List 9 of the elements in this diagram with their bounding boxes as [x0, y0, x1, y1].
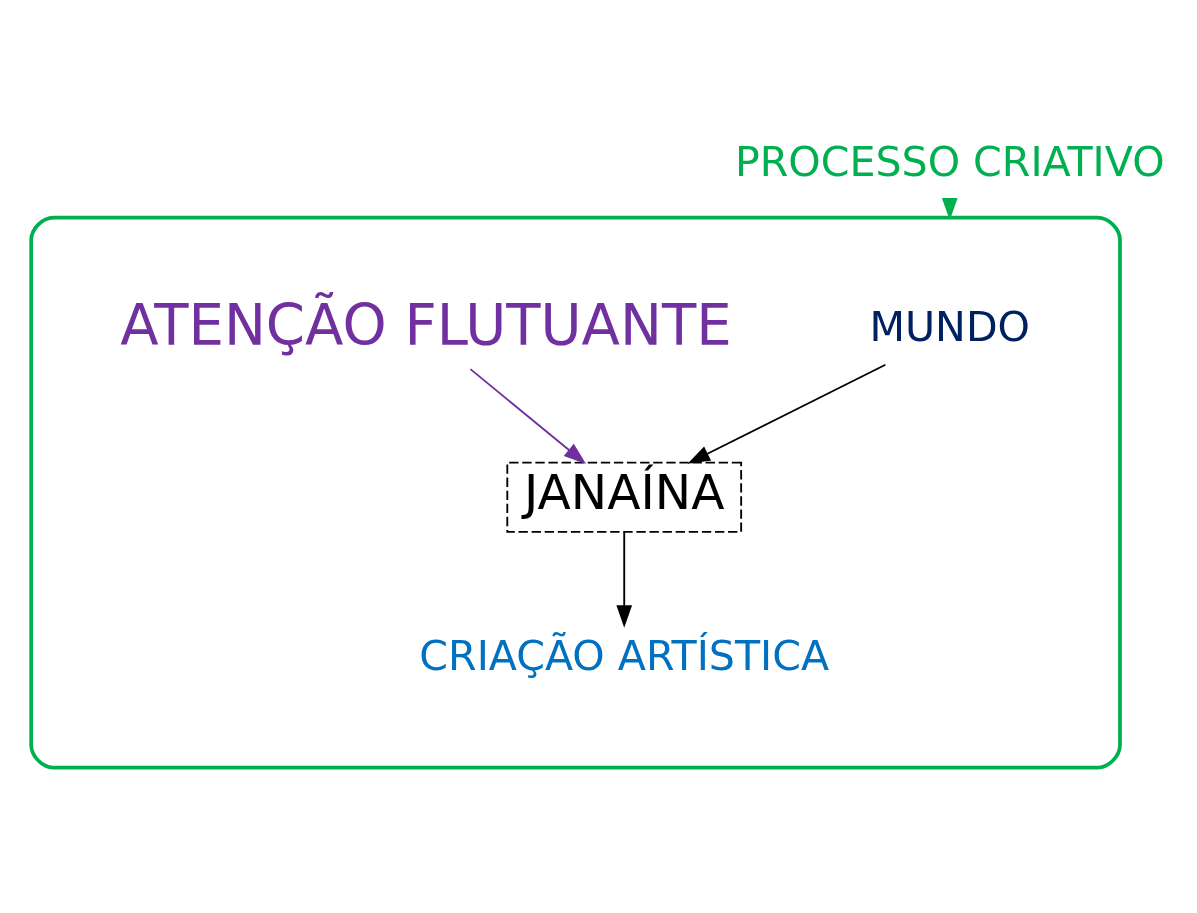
arrow — [469, 367, 587, 464]
node-box: JANAÍNA — [506, 461, 743, 533]
node-text: PROCESSO CRIATIVO — [734, 137, 1165, 186]
arrow — [616, 530, 633, 628]
arrow — [687, 363, 887, 464]
node-text: CRIAÇÃO ARTÍSTICA — [419, 631, 830, 680]
node-text: ATENÇÃO FLUTUANTE — [120, 292, 732, 358]
cluster — [29, 215, 1122, 769]
node-text: MUNDO — [869, 302, 1030, 351]
